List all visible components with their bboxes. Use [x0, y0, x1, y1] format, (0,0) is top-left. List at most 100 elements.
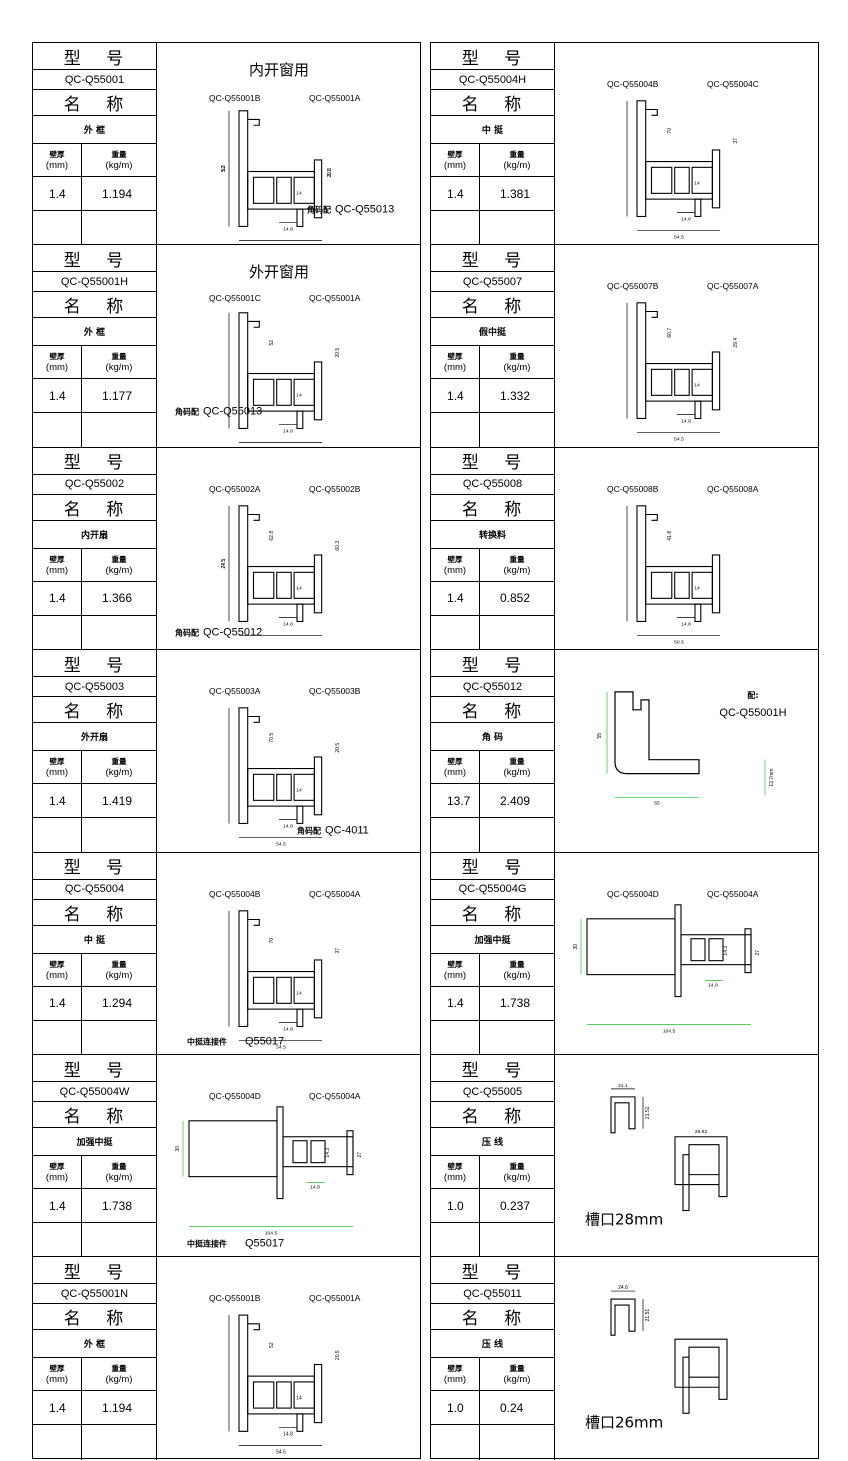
wall-thickness-value: 1.4 — [447, 591, 464, 606]
reinforced-mullion-outline — [188, 1106, 354, 1200]
dim-extra: 70.5 — [269, 733, 275, 743]
info-row: 壁厚(mm)重量(kg/m) — [431, 144, 554, 177]
model-code: QC-Q55004W — [59, 1085, 130, 1098]
weight-value-cell: 0.852 — [480, 582, 554, 615]
model-label: 型 号 — [63, 250, 134, 271]
info-row: 型 号 — [431, 448, 554, 475]
dim-total: 54.5 — [674, 234, 684, 240]
wall-header-cell: 壁厚(mm) — [33, 953, 82, 986]
wall-header-cell: 壁厚(mm) — [431, 144, 480, 176]
weight-title: 重量 — [111, 1364, 127, 1374]
wall-value-cell: 1.4 — [33, 1391, 82, 1425]
dim-thickness: 13.7mm — [769, 769, 775, 787]
name-label: 名 称 — [63, 702, 134, 723]
name-label: 名 称 — [63, 1309, 134, 1330]
empty-cell — [431, 211, 480, 246]
model-code: QC-Q55004G — [458, 883, 527, 896]
dim-extra: 3.1 — [327, 169, 333, 176]
wall-value-cell: 1.4 — [33, 177, 82, 210]
weight-title: 重量 — [509, 150, 525, 159]
dim-chamber: 14.8 — [283, 429, 293, 435]
weight-value-cell: 0.24 — [480, 1391, 554, 1424]
weight-value: 0.852 — [500, 591, 531, 606]
profile-name: 压 线 — [481, 1138, 504, 1148]
profile-name: 加强中挺 — [474, 935, 511, 946]
reinforced-mullion-outline — [586, 903, 752, 997]
profile-outline — [238, 110, 323, 227]
wall-thickness-unit: (mm) — [45, 767, 69, 779]
drawing-code-b: QC-Q55004A — [707, 888, 759, 898]
wall-thickness-title: 壁厚 — [49, 757, 65, 767]
info-row: 名 称 — [431, 1102, 554, 1128]
weight-title: 重量 — [509, 554, 525, 564]
dim-glass: 14 — [296, 788, 302, 794]
info-row: QC-Q55012 — [431, 677, 554, 698]
model-code: QC-Q55001H — [60, 275, 129, 288]
info-row: 名 称 — [431, 697, 554, 724]
dim-extra: 52 — [221, 166, 227, 172]
weight-title: 重量 — [509, 757, 525, 767]
info-row: 名 称 — [33, 1304, 156, 1331]
drawing-code-a: QC-Q55003A — [209, 686, 261, 696]
glazing-bead-outline — [610, 1096, 728, 1212]
wall-thickness-title: 壁厚 — [447, 1364, 463, 1374]
wall-thickness-value: 1.0 — [447, 1198, 464, 1213]
drawing-code-b: QC-Q55004A — [309, 888, 361, 898]
weight-title: 重量 — [111, 352, 127, 362]
wall-value-cell: 1.4 — [33, 784, 82, 818]
dim-glass: 14 — [694, 383, 700, 389]
dim-extra: 27.5 — [221, 558, 227, 568]
info-row: 名 称 — [33, 495, 156, 521]
lip — [247, 321, 260, 329]
name-label: 名 称 — [461, 904, 532, 925]
profile-drawing: 外开窗用QC-Q55001CQC-Q55001A54.514.8145220.5… — [157, 245, 420, 446]
empty-cell — [431, 1020, 480, 1055]
dim-extra: 24.5 — [221, 558, 227, 568]
model-label: 型 号 — [63, 858, 134, 879]
note-code: QC-Q55013 — [203, 406, 262, 418]
empty-cell — [33, 1223, 82, 1258]
info-row: 中 挺 — [33, 926, 156, 954]
dim-extra: 29.4 — [733, 338, 739, 348]
dim-extra: 37 — [335, 947, 341, 953]
wall-thickness-unit: (mm) — [443, 969, 467, 981]
weight-unit: (kg/m) — [105, 767, 133, 779]
dim-extra: 60.3 — [335, 540, 341, 550]
weight-header-cell: 重量(kg/m) — [82, 549, 156, 581]
weight-value: 0.24 — [500, 1400, 524, 1415]
profile-outline — [238, 505, 323, 622]
weight-header-cell: 重量(kg/m) — [480, 1358, 554, 1390]
dim-total: 104.5 — [663, 1028, 676, 1034]
info-row: 外 框 — [33, 116, 156, 144]
info-row: 名 称 — [33, 1102, 156, 1128]
weight-unit: (kg/m) — [105, 160, 133, 171]
wall-header-cell: 壁厚(mm) — [431, 1358, 480, 1391]
model-code: QC-Q55011 — [463, 1287, 522, 1300]
weight-title: 重量 — [111, 757, 127, 767]
wall-thickness-value: 1.4 — [49, 388, 66, 403]
wall-header-cell: 壁厚(mm) — [33, 751, 82, 784]
dim-extra: 70 — [667, 128, 673, 134]
weight-value: 1.381 — [500, 186, 531, 201]
wall-thickness-title: 壁厚 — [49, 554, 65, 564]
wall-value-cell: 1.4 — [33, 986, 82, 1020]
dim-inner: 14.3 — [723, 945, 729, 955]
wall-header-cell: 壁厚(mm) — [33, 144, 82, 176]
empty-cell — [33, 1020, 82, 1055]
info-row: 壁厚(mm)重量(kg/m) — [431, 346, 554, 380]
weight-value-cell: 1.177 — [82, 379, 156, 412]
